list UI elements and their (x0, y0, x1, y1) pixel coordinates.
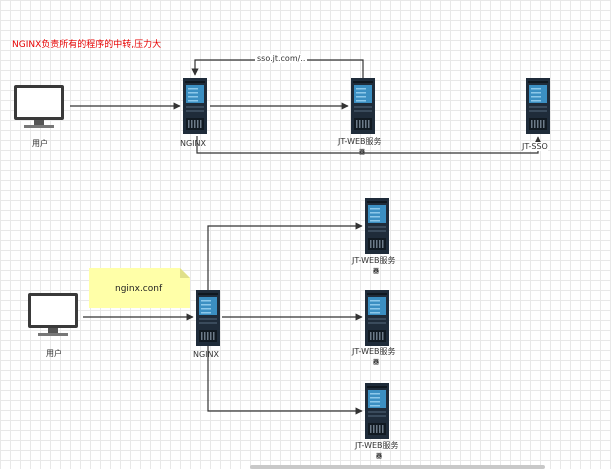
nginx-to-web-c-arrow (207, 346, 363, 415)
bottom-user-label: 用户 (46, 349, 62, 358)
user-computer-icon-2 (28, 293, 78, 336)
nginx-conf-note-text: nginx.conf (115, 284, 163, 294)
bottom-nginx-label: NGINX (193, 350, 220, 359)
nginx-server-icon (183, 78, 207, 134)
nginx-conf-note (89, 268, 190, 308)
nginx-server-icon-2 (196, 290, 220, 346)
web-b-label: JT-WEB服务 (352, 347, 396, 356)
jt-web-server-icon-c (365, 383, 389, 439)
web-c-sub: 器 (376, 453, 383, 460)
jt-sso-server-icon (526, 78, 550, 134)
jt-web-server-icon-a (365, 198, 389, 254)
top-nginx-label: NGINX (180, 139, 207, 148)
user-computer-icon (14, 85, 64, 128)
horizontal-scrollbar[interactable] (250, 465, 545, 469)
top-user-label: 用户 (32, 139, 48, 148)
sso-url-label: sso.jt.com/.. (255, 54, 308, 63)
nginx-to-web-a-arrow (207, 222, 363, 290)
note-fold (180, 268, 190, 278)
web-a-label: JT-WEB服务 (352, 256, 396, 265)
diagram-title: NGINX负责所有的程序的中转,压力大 (12, 40, 162, 50)
top-web-label: JT-WEB服务 (338, 137, 382, 146)
web-b-sub: 器 (373, 359, 380, 366)
web-c-label: JT-WEB服务 (355, 441, 399, 450)
top-sso-label: JT-SSO (522, 142, 548, 151)
web-a-sub: 器 (373, 268, 380, 275)
jt-web-server-icon-b (365, 290, 389, 346)
top-web-sub: 器 (359, 149, 366, 156)
jt-web-server-icon (351, 78, 375, 134)
